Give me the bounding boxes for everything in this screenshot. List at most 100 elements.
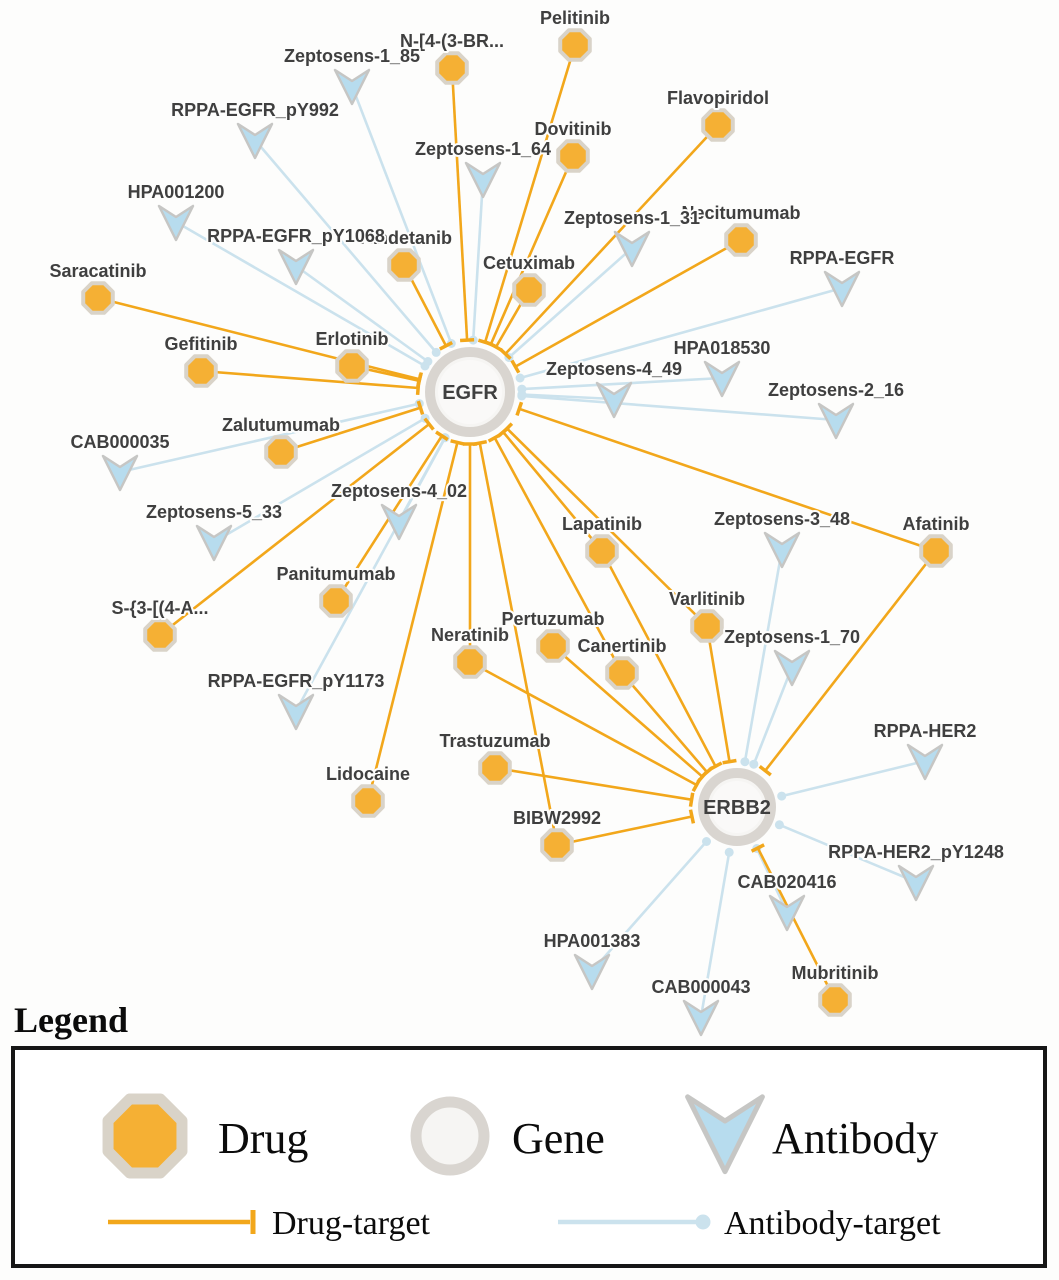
node-antibody-zeptosens-1-31: [613, 230, 651, 268]
legend-drug-icon: [102, 1093, 188, 1179]
antibody-label-rppa-her2-py1248: RPPA-HER2_pY1248: [828, 842, 1004, 862]
node-drug-canertinib: [605, 656, 639, 690]
edge-dot-endpoint-rppa-her2-to-erbb2: [777, 791, 787, 801]
edge-drug-target-mubritinib-to-erbb2: [756, 847, 837, 1001]
node-drug-bibw2992: [540, 828, 574, 862]
node-antibody-cab000043: [682, 999, 720, 1037]
edge-drug-target-canertinib-to-egfr: [493, 437, 624, 674]
drug-label-s-3-4-a: S-{3-[(4-A...: [111, 598, 208, 618]
edge-dot-endpoint-rppa-egfr-py1068-to-egfr: [423, 357, 433, 366]
edge-tee-endpoint-varlitinib-to-egfr: [500, 422, 514, 435]
edge-dot-endpoint-zeptosens-3-48-to-erbb2: [740, 757, 750, 767]
legend-box: [11, 1046, 1047, 1268]
drug-label-zalutumumab: Zalutumumab: [222, 415, 340, 435]
antibody-label-zeptosens-1-85: Zeptosens-1_85: [284, 46, 420, 66]
node-drug-n-4-3-br: [435, 51, 469, 85]
antibody-label-zeptosens-4-02: Zeptosens-4_02: [331, 481, 467, 501]
drug-label-necitumumab: Necitumumab: [681, 203, 800, 223]
edge-antibody-target-hpa001383-to-erbb2: [591, 840, 708, 972]
node-antibody-hpa001383: [573, 953, 611, 991]
legend-label-antibody: Antibody: [772, 1114, 938, 1163]
drug-edges-layer: [97, 44, 938, 1001]
edge-antibody-target-cab020416-to-erbb2: [755, 847, 789, 913]
node-antibody-hpa001200: [157, 204, 195, 242]
edge-drug-target-lapatinib-to-erbb2: [600, 550, 717, 767]
antibody-label-zeptosens-2-16: Zeptosens-2_16: [768, 380, 904, 400]
node-antibody-rppa-egfr-py1173: [277, 693, 315, 731]
drug-label-canertinib: Canertinib: [577, 636, 666, 656]
edge-antibody-target-zeptosens-5-33-to-egfr: [213, 417, 426, 544]
drug-label-bibw2992: BIBW2992: [513, 808, 601, 828]
node-drug-trastuzumab: [478, 751, 512, 785]
edge-antibody-target-hpa018530-to-egfr: [521, 376, 723, 391]
edge-tee-endpoint-s-3-4-a-to-egfr: [423, 417, 435, 431]
drug-label-neratinib: Neratinib: [431, 625, 509, 645]
node-drug-flavopiridol: [701, 108, 735, 142]
node-antibody-cab020416: [768, 894, 806, 932]
antibody-label-cab000043: CAB000043: [651, 977, 750, 997]
node-antibody-zeptosens-3-48: [763, 531, 801, 569]
node-drug-saracatinib: [81, 281, 115, 315]
node-drug-varlitinib: [690, 609, 724, 643]
drug-label-dovitinib: Dovitinib: [535, 119, 612, 139]
legend-gene-icon: [410, 1096, 490, 1176]
antibody-label-rppa-her2: RPPA-HER2: [874, 721, 977, 741]
edge-tee-endpoint-n-4-3-br-to-egfr: [460, 337, 475, 343]
edge-dot-endpoint-rppa-egfr-to-egfr: [515, 373, 525, 383]
edge-drug-target-varlitinib-to-egfr: [506, 427, 708, 627]
antibody-label-rppa-egfr: RPPA-EGFR: [790, 248, 895, 268]
node-drug-cetuximab: [512, 273, 546, 307]
node-drug-lidocaine: [351, 784, 385, 818]
edge-tee-endpoint-pertuzumab-to-erbb2: [696, 770, 709, 784]
edge-tee-endpoint-erlotinib-to-egfr: [415, 373, 423, 388]
antibody-label-cab000035: CAB000035: [70, 432, 169, 452]
edge-dot-endpoint-zeptosens-1-70-to-erbb2: [749, 759, 759, 769]
edge-drug-target-flavopiridol-to-egfr: [504, 124, 719, 355]
edge-drug-target-s-3-4-a-to-egfr: [159, 423, 430, 637]
edge-drug-target-varlitinib-to-erbb2: [705, 625, 731, 762]
edge-antibody-target-rppa-her2-py1248-to-erbb2: [778, 823, 917, 884]
antibody-label-rppa-egfr-py992: RPPA-EGFR_pY992: [171, 100, 339, 120]
edge-tee-endpoint-flavopiridol-to-egfr: [499, 347, 512, 360]
edge-drug-target-trastuzumab-to-erbb2: [494, 766, 692, 801]
gene-label-egfr: EGFR: [442, 382, 498, 404]
edge-dot-endpoint-zeptosens-2-16-to-egfr: [517, 391, 527, 401]
node-drug-zalutumumab: [264, 435, 298, 469]
edge-drug-target-n-4-3-br-to-egfr: [450, 67, 469, 341]
node-drug-vandetanib: [387, 248, 421, 282]
antibody-label-zeptosens-1-70: Zeptosens-1_70: [724, 627, 860, 647]
antibody-label-hpa018530: HPA018530: [674, 338, 771, 358]
edge-tee-endpoint-lidocaine-to-egfr: [450, 439, 465, 446]
edge-tee-endpoint-afatinib-to-erbb2: [758, 765, 772, 777]
node-antibody-cab000035: [101, 454, 139, 492]
edge-antibody-target-zeptosens-4-49-to-egfr: [521, 393, 615, 401]
antibody-label-zeptosens-4-49: Zeptosens-4_49: [546, 359, 682, 379]
node-drug-dovitinib: [556, 139, 590, 173]
edge-dot-endpoint-rppa-egfr-py992-to-egfr: [431, 347, 441, 357]
node-antibody-rppa-her2: [906, 743, 944, 781]
node-drug-pelitinib: [558, 28, 592, 62]
edge-dot-endpoint-hpa001383-to-erbb2: [702, 837, 711, 846]
edge-drug-target-necitumumab-to-egfr: [514, 238, 742, 368]
legend: Legend Drug Gene Antibody Drug-target An…: [11, 1000, 1047, 1268]
antibody-label-rppa-egfr-py1173: RPPA-EGFR_pY1173: [208, 671, 385, 691]
edge-tee-endpoint-zalutumumab-to-egfr: [416, 400, 425, 415]
node-drug-s-3-4-a: [143, 618, 177, 652]
edge-dot-endpoint-rppa-her2-py1248-to-erbb2: [774, 820, 784, 830]
drug-label-gefitinib: Gefitinib: [165, 334, 238, 354]
node-gene-inner-erbb2: [711, 781, 763, 833]
node-antibody-rppa-egfr: [823, 270, 861, 308]
drug-label-saracatinib: Saracatinib: [49, 261, 146, 281]
edge-tee-endpoint-mubritinib-to-erbb2: [750, 843, 765, 853]
edge-antibody-target-zeptosens-1-64-to-egfr: [471, 178, 485, 341]
edge-antibody-target-rppa-egfr-py992-to-egfr: [254, 139, 438, 354]
edge-antibody-target-rppa-egfr-py1173-to-egfr: [294, 437, 447, 712]
edge-antibody-target-zeptosens-1-85-to-egfr: [350, 85, 453, 344]
node-antibody-zeptosens-2-16: [817, 402, 855, 440]
edge-tee-endpoint-panitumumab-to-egfr: [435, 430, 449, 442]
drug-label-flavopiridol: Flavopiridol: [667, 88, 769, 108]
node-antibody-rppa-egfr-py1068: [277, 248, 315, 286]
antibody-label-zeptosens-1-31: Zeptosens-1_31: [564, 208, 700, 228]
edge-tee-endpoint-cetuximab-to-egfr: [489, 341, 503, 353]
